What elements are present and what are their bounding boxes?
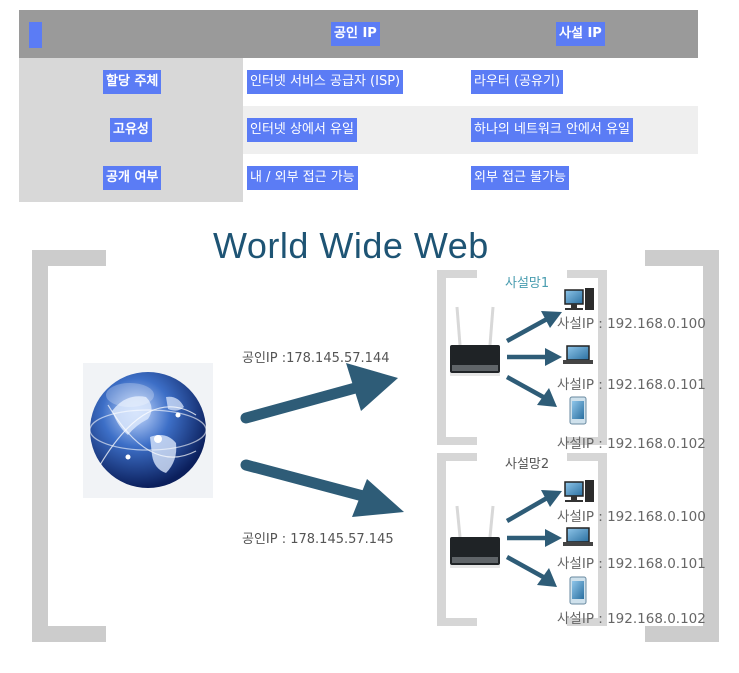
table-row: 공개 여부 내 / 외부 접근 가능 외부 접근 불가능: [19, 154, 698, 202]
row-public-cell: 인터넷 서비스 공급자 (ISP): [247, 70, 404, 94]
network-diagram: World Wide Web: [0, 215, 739, 673]
table-row: 고유성 인터넷 상에서 유일 하나의 네트워크 안에서 유일: [19, 106, 698, 154]
desktop-pc-icon: [564, 288, 594, 310]
public-ip-1-label: 공인IP :178.145.57.144: [242, 351, 390, 366]
net1-label: 사설망1: [505, 276, 550, 291]
device-ip-label: 사설IP : 192.168.0.101: [557, 556, 706, 572]
row-public-cell: 내 / 외부 접근 가능: [247, 166, 358, 190]
public-ip-2-label: 공인IP : 178.145.57.145: [242, 532, 394, 547]
arrow-to-net2: [240, 459, 404, 517]
net1-right-bracket: [598, 270, 607, 445]
diagram-graphics: [83, 288, 594, 605]
diagram-title: World Wide Web: [213, 225, 489, 266]
device-ip-label: 사설IP : 192.168.0.101: [557, 377, 706, 393]
arrow-to-device: [505, 490, 562, 523]
router-icon: [450, 505, 500, 568]
header-marker: [29, 22, 42, 48]
row-public-cell: 인터넷 상에서 유일: [247, 118, 357, 142]
arrow-to-device: [507, 529, 562, 547]
row-private-cell: 외부 접근 불가능: [471, 166, 569, 190]
arrow-to-device: [505, 311, 562, 343]
row-label: 고유성: [110, 118, 152, 142]
table-header-row: 공인 IP 사설 IP: [19, 10, 698, 58]
router-icon: [450, 306, 500, 376]
smartphone-icon: [569, 576, 587, 605]
laptop-icon: [563, 527, 593, 546]
right-bracket: [703, 250, 719, 642]
net2-left-bracket: [437, 453, 446, 626]
row-private-cell: 하나의 네트워크 안에서 유일: [471, 118, 633, 142]
globe-icon: [83, 363, 213, 498]
header-private-ip: 사설 IP: [556, 22, 605, 46]
net2-label: 사설망2: [505, 457, 550, 472]
device-ip-label: 사설IP : 192.168.0.100: [557, 509, 706, 525]
left-bracket: [32, 250, 48, 642]
device-ip-label: 사설IP : 192.168.0.102: [557, 611, 706, 627]
arrow-to-device: [507, 348, 562, 366]
arrow-to-device: [505, 375, 557, 407]
net1-left-bracket: [437, 270, 446, 445]
arrow-to-device: [505, 555, 557, 587]
device-ip-label: 사설IP : 192.168.0.100: [557, 316, 706, 332]
laptop-icon: [563, 345, 593, 364]
device-ip-label: 사설IP : 192.168.0.102: [557, 436, 706, 452]
row-label: 할당 주체: [103, 70, 162, 94]
net2-right-bracket: [598, 453, 607, 626]
smartphone-icon: [569, 396, 587, 425]
row-private-cell: 라우터 (공유기): [471, 70, 564, 94]
row-label: 공개 여부: [103, 166, 162, 190]
desktop-pc-icon: [564, 480, 594, 502]
header-public-ip: 공인 IP: [331, 22, 380, 46]
arrow-to-net1: [240, 363, 398, 424]
table-row: 할당 주체 인터넷 서비스 공급자 (ISP) 라우터 (공유기): [19, 58, 698, 106]
